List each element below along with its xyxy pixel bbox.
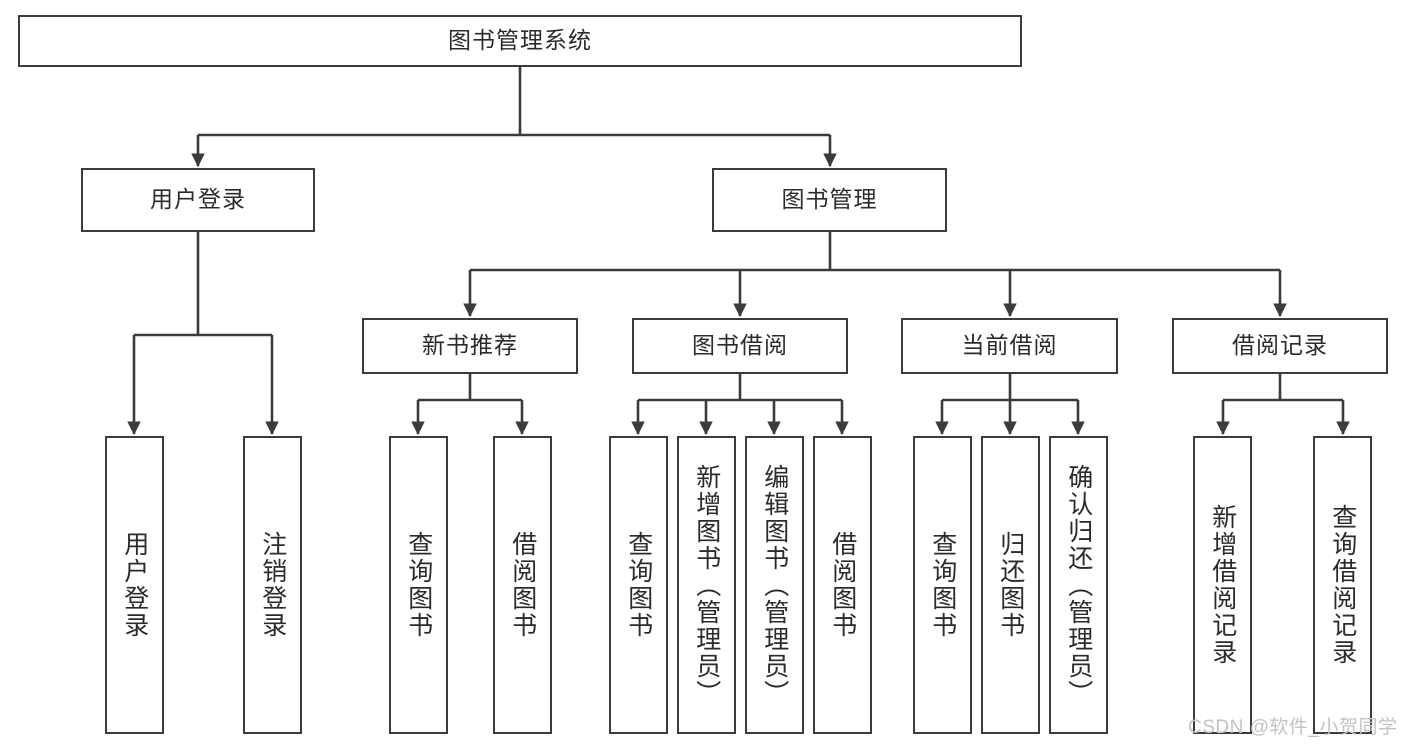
- leaf-label: 查询图书: [928, 531, 957, 639]
- node-book-manage[interactable]: 图书管理: [712, 168, 947, 232]
- leaf-label: 查询图书: [624, 531, 653, 639]
- leaf-user-logout[interactable]: 注销登录: [243, 436, 302, 734]
- leaf-borrow-book-1[interactable]: 借阅图书: [493, 436, 552, 734]
- leaf-label: 用户登录: [120, 531, 149, 639]
- leaf-label: 编辑图书（管理员）: [760, 463, 789, 707]
- leaf-add-record[interactable]: 新增借阅记录: [1193, 436, 1252, 734]
- leaf-label: 新增图书（管理员）: [692, 463, 721, 707]
- leaf-query-book-3[interactable]: 查询图书: [913, 436, 972, 734]
- node-book-borrow[interactable]: 图书借阅: [632, 318, 848, 374]
- leaf-add-book[interactable]: 新增图书（管理员）: [677, 436, 736, 734]
- csdn-watermark: CSDN @软件_小贺同学: [1188, 717, 1398, 738]
- leaf-label: 查询借阅记录: [1328, 504, 1357, 666]
- leaf-label: 查询图书: [404, 531, 433, 639]
- leaf-edit-book[interactable]: 编辑图书（管理员）: [745, 436, 804, 734]
- node-user-login[interactable]: 用户登录: [81, 168, 315, 232]
- node-borrow-record[interactable]: 借阅记录: [1172, 318, 1388, 374]
- node-new-book-rec[interactable]: 新书推荐: [362, 318, 578, 374]
- leaf-label: 注销登录: [258, 531, 287, 639]
- leaf-label: 确认归还（管理员）: [1064, 463, 1093, 707]
- leaf-label: 归还图书: [996, 531, 1025, 639]
- leaf-confirm-return[interactable]: 确认归还（管理员）: [1049, 436, 1108, 734]
- node-root[interactable]: 图书管理系统: [18, 15, 1022, 67]
- leaf-label: 借阅图书: [828, 531, 857, 639]
- node-current-borrow[interactable]: 当前借阅: [901, 318, 1118, 374]
- leaf-borrow-book-2[interactable]: 借阅图书: [813, 436, 872, 734]
- leaf-query-book-2[interactable]: 查询图书: [609, 436, 668, 734]
- leaf-return-book[interactable]: 归还图书: [981, 436, 1040, 734]
- leaf-query-record[interactable]: 查询借阅记录: [1313, 436, 1372, 734]
- leaf-label: 借阅图书: [508, 531, 537, 639]
- leaf-label: 新增借阅记录: [1208, 504, 1237, 666]
- leaf-user-login[interactable]: 用户登录: [105, 436, 164, 734]
- leaf-query-book-1[interactable]: 查询图书: [389, 436, 448, 734]
